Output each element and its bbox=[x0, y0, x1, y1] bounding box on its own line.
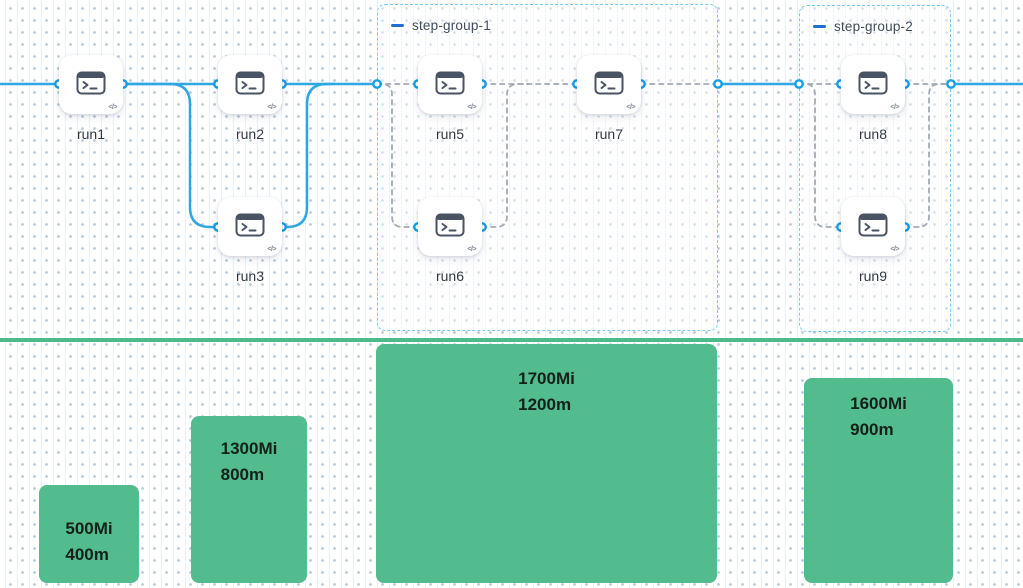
node-run9[interactable]: </> bbox=[841, 197, 905, 256]
edge-run3-stepgroup1 bbox=[280, 82, 336, 229]
cpu-value: 1200m bbox=[518, 395, 572, 414]
resource-bar-3-label: 1700Mi 1200m bbox=[518, 344, 575, 418]
edge-group2in-run9 bbox=[798, 83, 842, 228]
minus-icon[interactable] bbox=[813, 25, 826, 28]
terminal-icon bbox=[76, 71, 106, 95]
resource-bar-1-label: 500Mi 400m bbox=[65, 485, 112, 568]
memory-value: 500Mi bbox=[65, 519, 113, 538]
cpu-value: 400m bbox=[65, 545, 109, 564]
edge-run1-run3 bbox=[121, 82, 220, 229]
terminal-icon bbox=[858, 71, 888, 95]
node-run3[interactable]: </> bbox=[218, 197, 282, 256]
step-group-1-header: step-group-1 bbox=[391, 18, 491, 33]
terminal-icon bbox=[435, 213, 465, 237]
node-label-run8: run8 bbox=[858, 126, 888, 142]
code-icon: </> bbox=[890, 246, 899, 253]
terminal-icon bbox=[235, 213, 265, 237]
node-label-run5: run5 bbox=[435, 126, 465, 142]
code-icon: </> bbox=[890, 104, 899, 111]
terminal-icon bbox=[435, 71, 465, 95]
code-icon: </> bbox=[467, 104, 476, 111]
code-icon: </> bbox=[467, 246, 476, 253]
step-group-2-header: step-group-2 bbox=[813, 19, 913, 34]
node-label-run6: run6 bbox=[435, 268, 465, 284]
steps-resources-divider bbox=[0, 338, 1023, 342]
port-stepgroup1-out[interactable] bbox=[713, 79, 723, 89]
resource-bar-2[interactable]: 1300Mi 800m bbox=[191, 416, 307, 583]
code-icon: </> bbox=[626, 104, 635, 111]
step-group-1-label: step-group-1 bbox=[412, 18, 491, 33]
node-label-run1: run1 bbox=[76, 126, 106, 142]
port-stepgroup2-in[interactable] bbox=[794, 79, 804, 89]
resource-bar-1[interactable]: 500Mi 400m bbox=[39, 485, 139, 583]
cpu-value: 800m bbox=[220, 465, 265, 484]
code-icon: </> bbox=[267, 246, 276, 253]
resource-bar-4-label: 1600Mi 900m bbox=[850, 378, 907, 443]
resource-bar-4[interactable]: 1600Mi 900m bbox=[804, 378, 953, 583]
memory-value: 1300Mi bbox=[220, 439, 278, 458]
node-run7[interactable]: </> bbox=[577, 55, 641, 114]
step-group-2-label: step-group-2 bbox=[834, 19, 913, 34]
memory-value: 1700Mi bbox=[518, 369, 575, 388]
step-group-2-container[interactable]: step-group-2 bbox=[799, 5, 951, 332]
memory-value: 1600Mi bbox=[850, 394, 907, 413]
port-stepgroup2-out[interactable] bbox=[946, 79, 956, 89]
node-run6[interactable]: </> bbox=[418, 197, 482, 256]
node-label-run2: run2 bbox=[235, 126, 265, 142]
terminal-icon bbox=[858, 213, 888, 237]
terminal-icon bbox=[594, 71, 624, 95]
node-run2[interactable]: </> bbox=[218, 55, 282, 114]
node-run8[interactable]: </> bbox=[841, 55, 905, 114]
edge-group1in-run6 bbox=[376, 83, 419, 228]
edge-run6-run7 bbox=[481, 83, 529, 228]
cpu-value: 900m bbox=[850, 420, 894, 439]
minus-icon[interactable] bbox=[391, 24, 404, 27]
port-stepgroup1-in[interactable] bbox=[372, 79, 382, 89]
edge-run9-group2out bbox=[904, 83, 949, 228]
node-run1[interactable]: </> bbox=[59, 55, 123, 114]
resource-bar-3[interactable]: 1700Mi 1200m bbox=[376, 344, 717, 583]
node-run5[interactable]: </> bbox=[418, 55, 482, 114]
node-label-run7: run7 bbox=[594, 126, 624, 142]
code-icon: </> bbox=[108, 104, 117, 111]
resource-bar-2-label: 1300Mi 800m bbox=[221, 416, 278, 488]
edges-layer bbox=[0, 79, 1023, 232]
node-label-run3: run3 bbox=[235, 268, 265, 284]
node-label-run9: run9 bbox=[858, 268, 888, 284]
terminal-icon bbox=[235, 71, 265, 95]
code-icon: </> bbox=[267, 104, 276, 111]
